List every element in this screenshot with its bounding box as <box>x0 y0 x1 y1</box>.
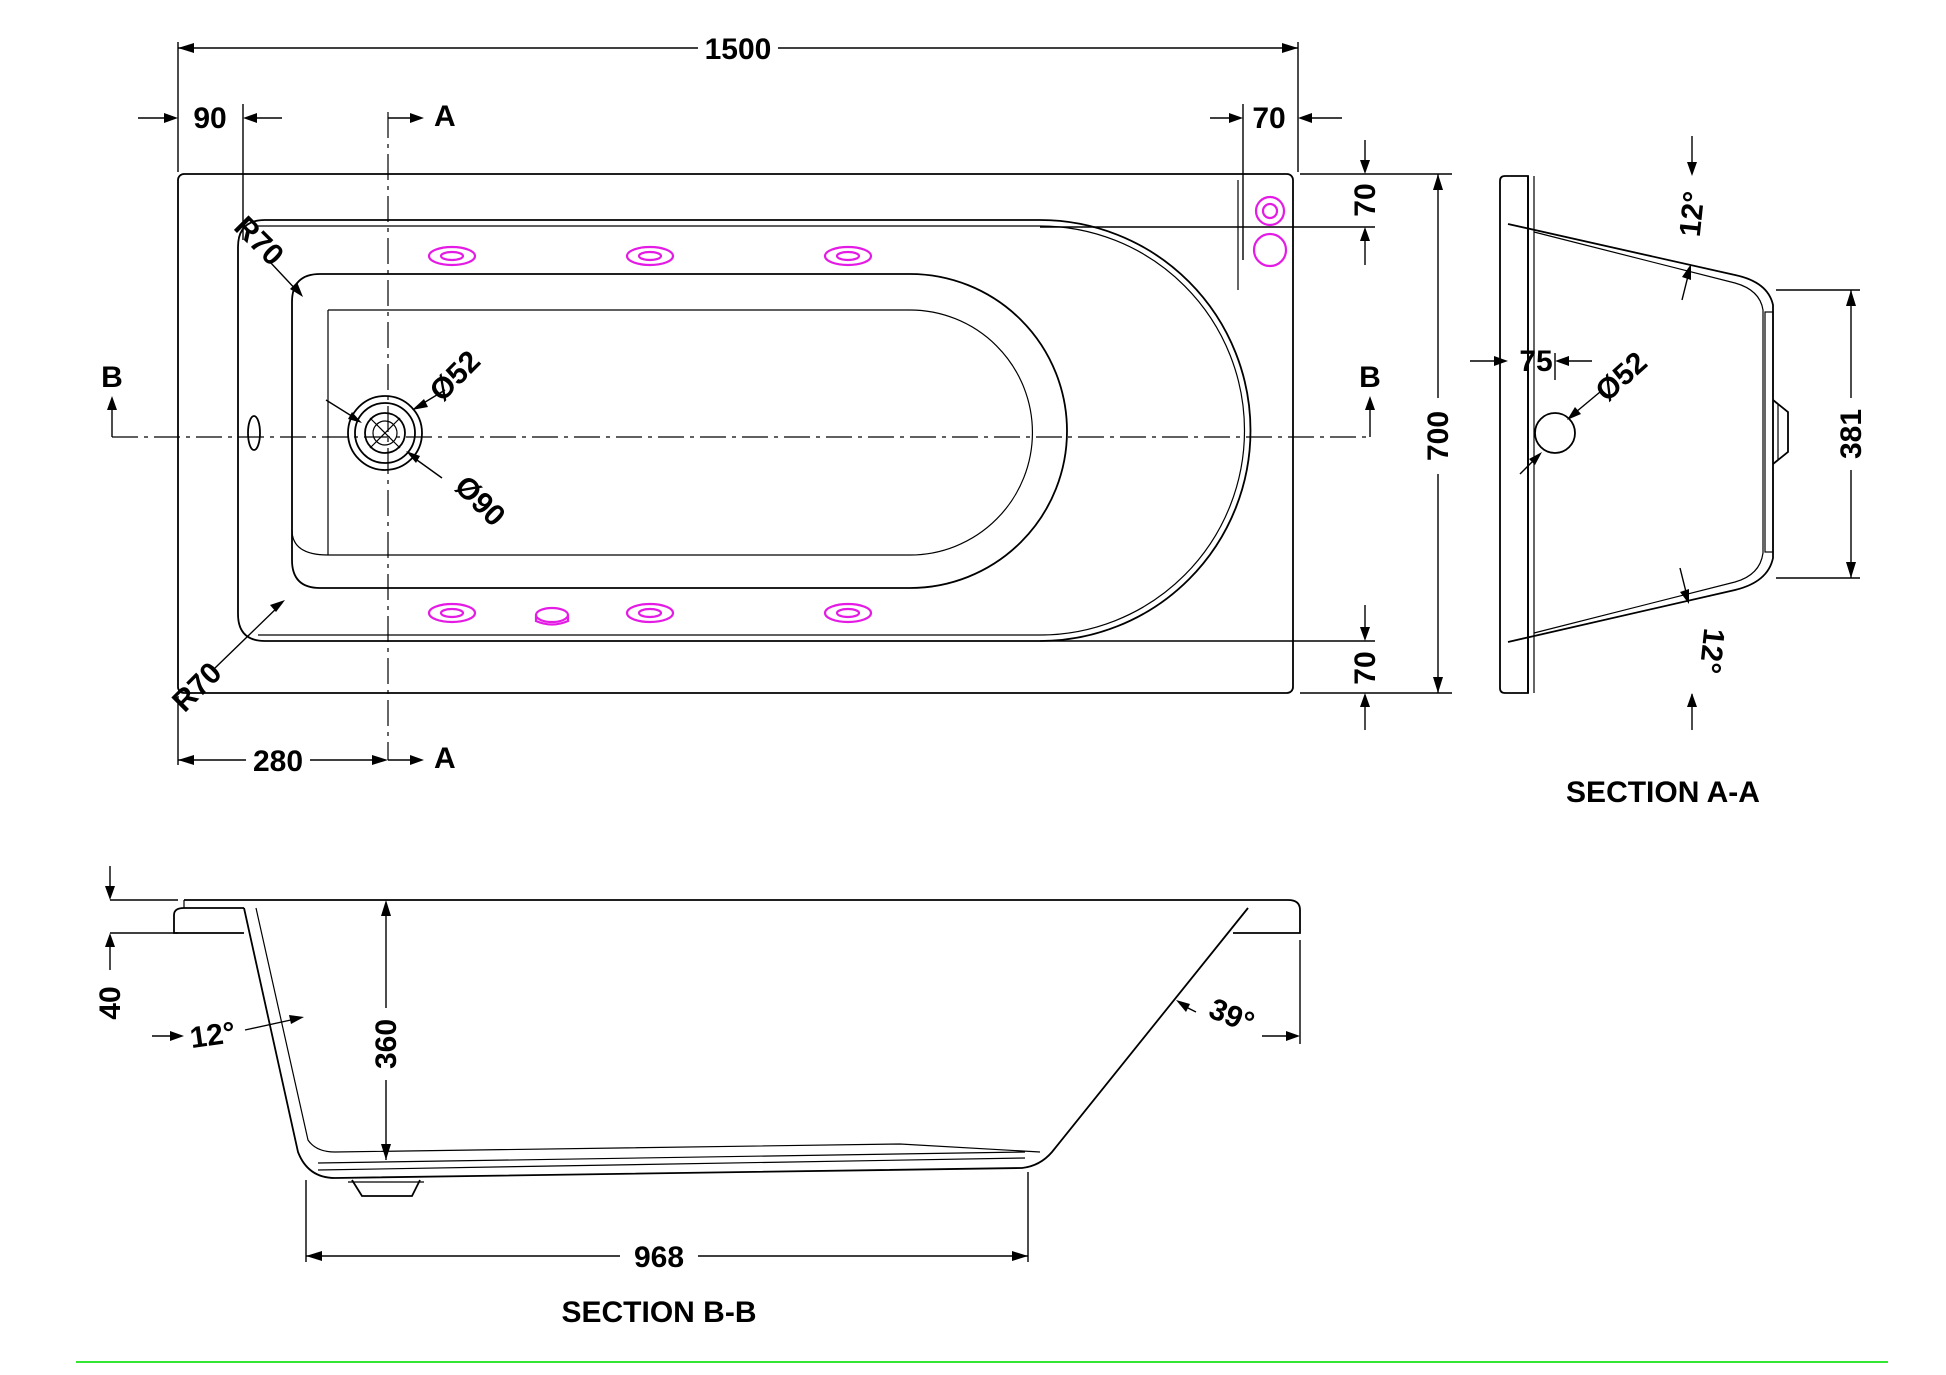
control-knob <box>1252 232 1288 268</box>
section-a-view: 12° 12° 381 75 Ø52 SECTION A-A <box>1470 136 1868 809</box>
section-b-left-rim <box>173 907 244 934</box>
plan-waste-mid <box>354 402 416 464</box>
section-a-overflow <box>1534 412 1576 454</box>
section-b-top-rim <box>184 899 1301 934</box>
left-offset-label: 90 <box>193 102 226 135</box>
plan-waste-inner <box>364 412 406 454</box>
jet <box>823 245 873 267</box>
section-a-angle-bottom: 12° <box>1693 627 1731 676</box>
plan-basin-bottom <box>291 309 1034 556</box>
section-a-rim <box>1499 175 1529 694</box>
plan-outer-rim <box>177 173 1294 694</box>
air-button <box>534 606 570 624</box>
jet <box>625 602 675 624</box>
jet <box>625 245 675 267</box>
section-a-angle-top: 12° <box>1674 190 1712 239</box>
jet <box>427 602 477 624</box>
section-b-body <box>243 907 1249 1179</box>
section-b-view: 40 12° 360 39° 968 SECTION B-B <box>94 866 1301 1329</box>
section-a-end-height: 381 <box>1835 409 1868 459</box>
radius-bottom-label: R70 <box>166 656 228 718</box>
overall-length-label: 1500 <box>705 33 772 66</box>
section-a-title: SECTION A-A <box>1566 776 1760 809</box>
section-b-angle-left: 12° <box>188 1016 238 1055</box>
section-b-title: SECTION B-B <box>562 1296 757 1329</box>
plan-inner-opening-shadow <box>258 225 1246 636</box>
section-b-base-length: 968 <box>634 1241 684 1274</box>
plan-view: 1500 90 70 280 A A B B R70 R70 <box>101 33 1455 778</box>
section-a-body <box>1507 223 1774 643</box>
control-knob <box>1254 195 1286 227</box>
overall-width-label: 700 <box>1422 411 1455 461</box>
plan-jets <box>427 195 1288 626</box>
section-a-overflow-offset: 75 <box>1519 345 1552 378</box>
waste-offset-label: 280 <box>253 745 303 778</box>
plan-overflow <box>247 415 261 451</box>
rim-bottom-label: 70 <box>1349 651 1382 684</box>
plan-waste-outer <box>347 395 423 471</box>
section-a-overflow-diameter: Ø52 <box>1590 346 1654 408</box>
section-b-rim-thickness: 40 <box>94 986 127 1019</box>
section-a-end-bracket <box>1772 399 1789 465</box>
outer-waste-diameter-label: Ø90 <box>448 470 511 533</box>
section-b-waste-outlet <box>351 1179 421 1197</box>
section-b-marker-right: B <box>1359 361 1381 394</box>
section-b-angle-right: 39° <box>1204 992 1258 1040</box>
plan-inner-opening <box>237 219 1252 642</box>
plan-basin-floor <box>291 273 1068 589</box>
waste-diameter-label: Ø52 <box>424 345 487 408</box>
rim-top-label: 70 <box>1349 183 1382 216</box>
right-offset-label: 70 <box>1252 102 1285 135</box>
jet <box>823 602 873 624</box>
section-b-depth: 360 <box>370 1019 403 1069</box>
section-b-marker-left: B <box>101 361 123 394</box>
plan-waste-core <box>372 420 398 446</box>
jet <box>427 245 477 267</box>
section-a-marker-bottom: A <box>434 742 456 775</box>
section-a-marker-top: A <box>434 100 456 133</box>
section-a-end-lip <box>1764 311 1774 553</box>
